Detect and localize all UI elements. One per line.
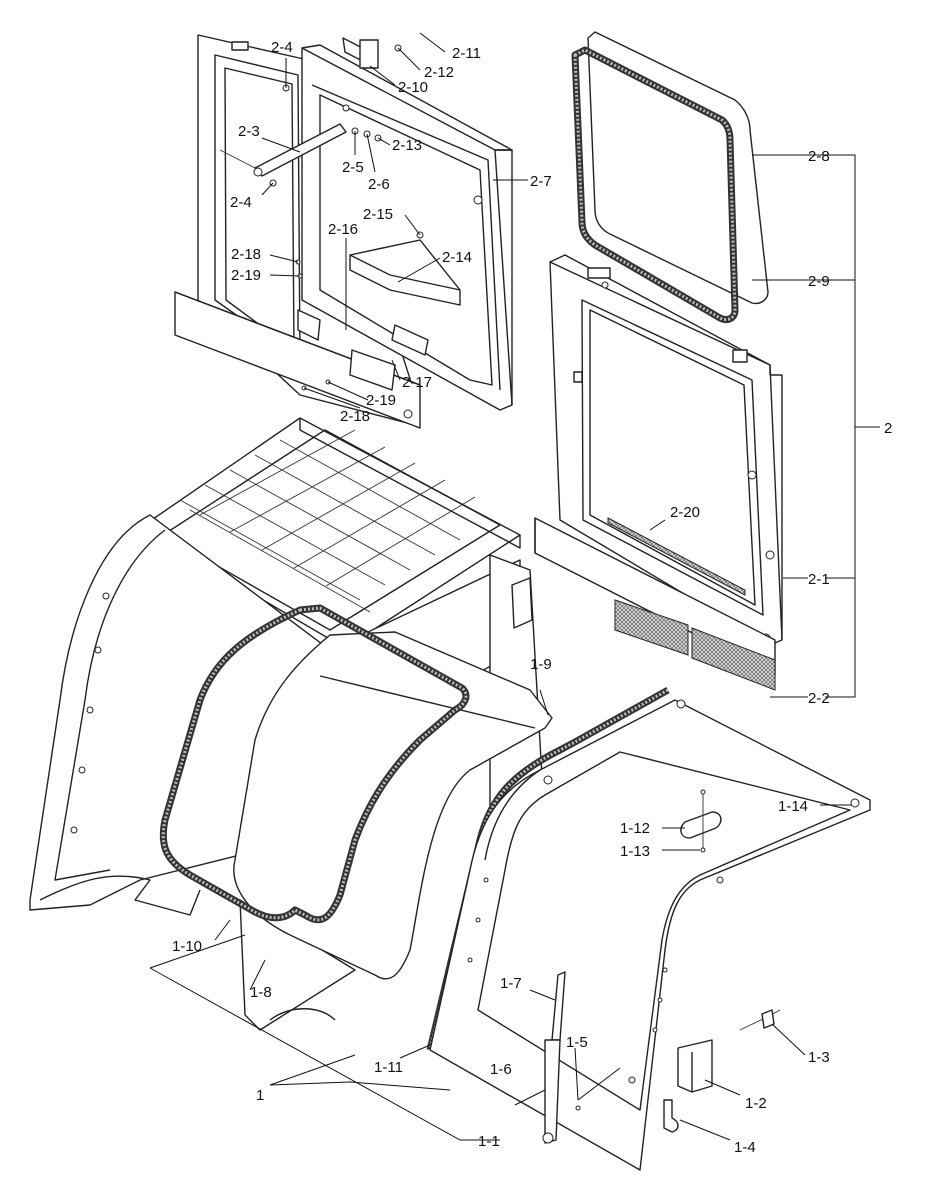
label-2-15: 2-15: [363, 206, 393, 223]
label-1-11: 1-11: [374, 1059, 403, 1076]
label-2-4-bottom: 2-4: [230, 194, 252, 211]
label-1-13: 1-13: [620, 843, 650, 860]
label-1-8: 1-8: [250, 984, 272, 1001]
label-2-8: 2-8: [808, 148, 830, 165]
label-2-14: 2-14: [442, 249, 472, 266]
label-2-5: 2-5: [342, 159, 364, 176]
label-1-10: 1-10: [172, 938, 202, 955]
label-2-17: 2-17: [402, 374, 432, 391]
windshield-glass: [233, 631, 553, 980]
rear-glass-seal: [571, 46, 739, 324]
rear-window-frame: [549, 254, 783, 646]
label-1-14: 1-14: [778, 798, 808, 815]
label-1-9: 1-9: [530, 656, 552, 673]
door-strut: [542, 971, 566, 1144]
label-2-11: 2-11: [452, 45, 481, 62]
label-2-4-top: 2-4: [271, 39, 293, 56]
hook: [663, 1099, 679, 1133]
label-2-3: 2-3: [238, 123, 260, 140]
label-2-18-bottom: 2-18: [340, 408, 370, 425]
part-labels: 2-4 2-11 2-12 2-10 2-3 2-13 2-5 2-6 2-7 …: [172, 39, 892, 1156]
label-2-13: 2-13: [392, 137, 422, 154]
label-2-18-top: 2-18: [231, 246, 261, 263]
label-2-19-top: 2-19: [231, 267, 261, 284]
label-2-2: 2-2: [808, 690, 830, 707]
label-1-5: 1-5: [566, 1034, 588, 1051]
label-2-20: 2-20: [670, 504, 700, 521]
label-2-10: 2-10: [398, 79, 428, 96]
label-1-6: 1-6: [490, 1061, 512, 1078]
label-2-16: 2-16: [328, 221, 358, 238]
label-1-1: 1-1: [478, 1133, 500, 1150]
cover-plate: [680, 789, 722, 853]
label-1-2: 1-2: [745, 1095, 767, 1112]
hinge-pin: [342, 37, 379, 69]
label-1: 1: [256, 1087, 264, 1104]
label-2-12: 2-12: [424, 64, 454, 81]
label-2-6: 2-6: [368, 176, 390, 193]
label-2: 2: [884, 420, 892, 437]
door-latch: [297, 309, 429, 391]
label-2-9: 2-9: [808, 273, 830, 290]
small-screw: [575, 1105, 581, 1111]
label-2-7: 2-7: [530, 173, 552, 190]
leader-lines: [149, 32, 880, 1141]
windshield-seal: [159, 604, 470, 924]
side-door-panel: [429, 699, 871, 1171]
cable: [739, 1009, 781, 1031]
label-1-4: 1-4: [734, 1139, 756, 1156]
label-2-19-bottom: 2-19: [366, 392, 396, 409]
label-1-3: 1-3: [808, 1049, 830, 1066]
label-1-7: 1-7: [500, 975, 522, 992]
latch-bracket: [677, 1039, 713, 1093]
rear-glass: [587, 31, 769, 305]
mesh-filter-2-2: [614, 599, 776, 691]
gas-strut: [219, 123, 347, 177]
latch-bracket: [349, 239, 461, 306]
label-2-1: 2-1: [808, 571, 830, 588]
label-1-12: 1-12: [620, 820, 650, 837]
mesh-strip-2-20: [607, 517, 746, 596]
small-hardware: [269, 44, 424, 391]
